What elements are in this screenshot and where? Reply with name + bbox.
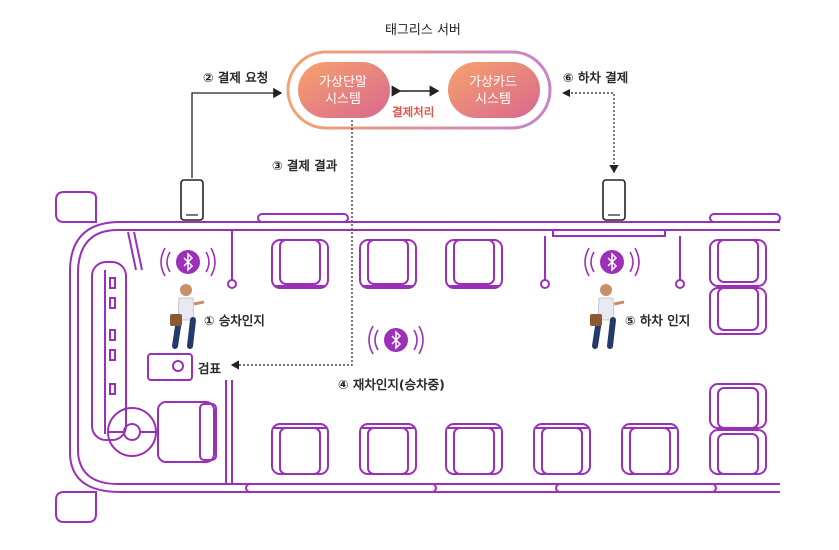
seat: [359, 239, 417, 289]
phone-icon-boarding: [180, 179, 204, 221]
bluetooth-icon-alighting: [584, 247, 640, 277]
server-outer-pill: [286, 50, 552, 130]
processing-label: 결제처리: [392, 105, 435, 119]
virtual-terminal-pill: [298, 62, 390, 118]
virtual-card-line2: 시스템: [475, 92, 511, 107]
virtual-card-pill: [448, 62, 540, 118]
seat: [271, 239, 329, 289]
phone-icon-alighting: [602, 179, 626, 221]
step-ticket-check: 검표: [198, 361, 222, 376]
seat: [533, 423, 591, 475]
server-group: [286, 50, 552, 130]
step-alight-recognition: ⑤ 하차 인지: [625, 313, 691, 328]
seat: [709, 239, 767, 287]
bus-body: [55, 191, 781, 523]
virtual-terminal-line1: 가상단말: [319, 75, 367, 90]
seat: [445, 239, 503, 289]
payment-result-arrow: [230, 120, 353, 370]
bluetooth-icon-boarding: [160, 247, 216, 277]
passenger-icon-boarding: [170, 284, 205, 349]
seat: [709, 383, 767, 429]
seat: [709, 287, 767, 335]
step-payment-request: ② 결제 요청: [203, 70, 269, 85]
alight-payment-arrow-head: [562, 89, 570, 97]
bluetooth-icon-onboard: [368, 325, 424, 355]
virtual-terminal-label: 가상단말 시스템: [298, 74, 388, 108]
virtual-card-line1: 가상카드: [469, 75, 517, 90]
alight-payment-arrow: [563, 92, 619, 174]
payment-request-arrow: [191, 87, 283, 178]
step-payment-result: ③ 결제 결과: [272, 158, 338, 173]
bus-seats: [271, 239, 767, 475]
seat: [709, 429, 767, 475]
step-board-recognition: ① 승차인지: [204, 313, 265, 328]
seat: [445, 423, 503, 475]
server-title: 태그리스 서버: [385, 23, 461, 38]
virtual-terminal-line2: 시스템: [325, 92, 361, 107]
passenger-icon-alighting: [590, 284, 625, 349]
step-re-recognition: ④ 재차인지(승차중): [338, 377, 445, 392]
seat: [271, 423, 329, 475]
virtual-card-label: 가상카드 시스템: [448, 74, 538, 108]
seat: [621, 423, 679, 475]
step-alight-payment: ⑥ 하차 결제: [563, 70, 629, 85]
seat: [359, 423, 417, 475]
